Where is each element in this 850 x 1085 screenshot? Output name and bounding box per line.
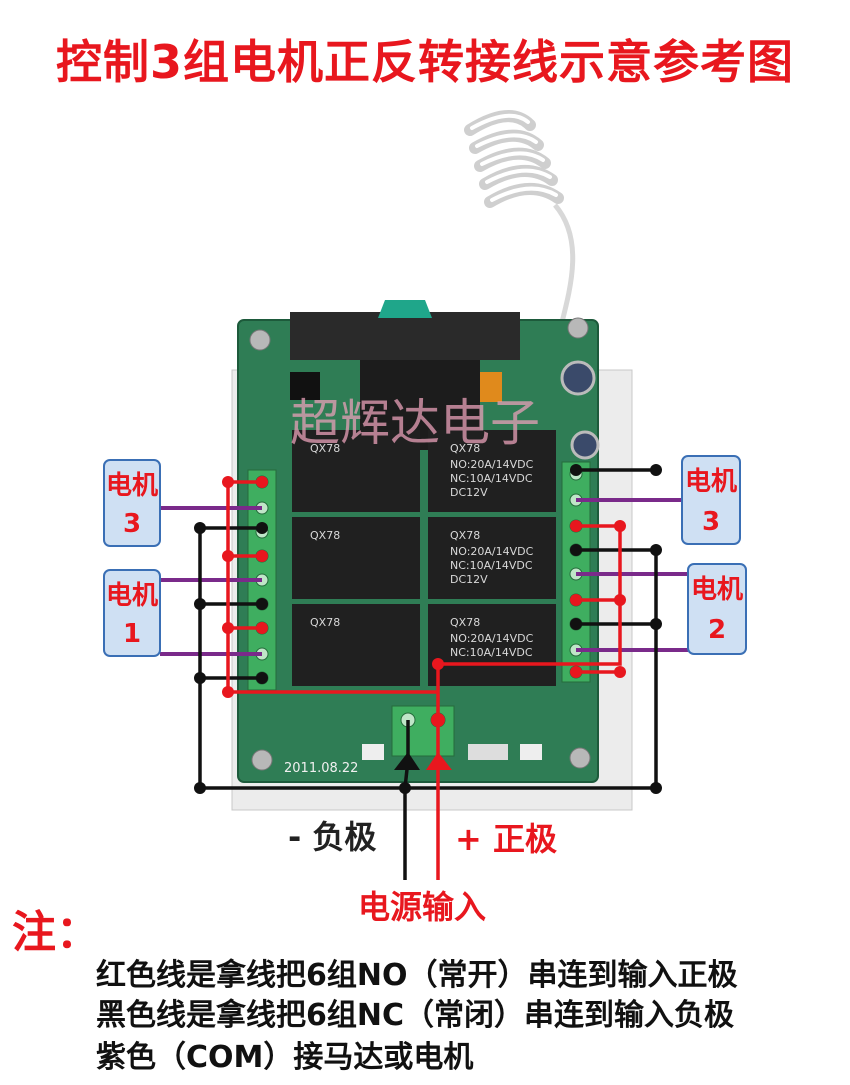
motor-number: 2: [708, 615, 726, 645]
negative-arrow-icon: [394, 752, 420, 770]
motor-box-2-right: 电机 2: [687, 563, 747, 655]
motor-number: 3: [123, 509, 141, 539]
receiver-module: [290, 312, 520, 360]
purple-com-wires: [160, 498, 688, 656]
relay-spec-coil: DC12V: [450, 573, 488, 586]
motor-label: 电机: [106, 471, 158, 501]
relay-model-label: QX78: [310, 616, 340, 629]
relay-spec-nc: NC:10A/14VDC: [450, 559, 533, 572]
note-line-red: 红色线是拿线把6组NO（常开）串连到输入正极: [96, 958, 738, 993]
relay-spec-no: NO:20A/14VDC: [450, 545, 534, 558]
relay-array: [292, 430, 556, 686]
motor-label: 电机: [691, 575, 743, 605]
relay-spec-no: NO:20A/14VDC: [450, 632, 534, 645]
note-line-purple: 紫色（COM）接马达或电机: [96, 1040, 474, 1075]
relay-spec-coil: DC12V: [450, 486, 488, 499]
notes-heading: 注：: [12, 907, 100, 958]
antenna: [464, 110, 576, 331]
relay-spec-no: NO:20A/14VDC: [450, 458, 534, 471]
red-no-wires: [226, 480, 622, 880]
negative-label: - 负极: [288, 818, 376, 856]
watermark-text: 超辉达电子: [290, 394, 540, 452]
relay-model-label: QX78: [450, 529, 480, 542]
relay-spec-nc: NC:10A/14VDC: [450, 646, 533, 659]
motor-label: 电机: [685, 467, 737, 497]
motor-number: 3: [702, 507, 720, 537]
positive-label: + 正极: [455, 820, 557, 858]
relay-labels: QX78 NO:20A/14VDC NC:10A/14VDC DC12V QX7…: [310, 442, 534, 659]
relay-model-label: QX78: [450, 616, 480, 629]
relay-spec-nc: NC:10A/14VDC: [450, 472, 533, 485]
board-date-label: 2011.08.22: [284, 761, 358, 776]
motor-box-1-left: 电机 1: [103, 569, 161, 657]
note-line-black: 黑色线是拿线把6组NC（常闭）串连到输入负极: [96, 998, 734, 1033]
motor-label: 电机: [106, 581, 158, 611]
power-input-label: 电源输入: [358, 888, 486, 926]
page-title: 控制3组电机正反转接线示意参考图: [55, 35, 794, 89]
motor-box-3-left: 电机 3: [103, 459, 161, 547]
positive-arrow-icon: [426, 752, 452, 770]
relay-model-label: QX78: [310, 442, 340, 455]
relay-model-label: QX78: [310, 529, 340, 542]
motor-number: 1: [123, 619, 141, 649]
power-terminal: [391, 705, 455, 757]
motor-box-3-right: 电机 3: [681, 455, 741, 545]
black-nc-wires: [198, 468, 658, 880]
relay-model-label: QX78: [450, 442, 480, 455]
